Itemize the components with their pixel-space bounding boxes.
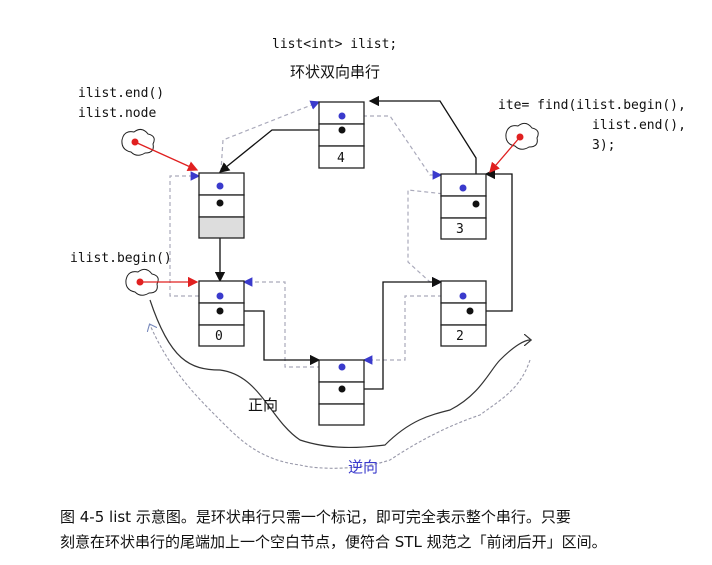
- node-4: 4: [318, 101, 365, 169]
- find-iterator-cloud: [489, 122, 539, 173]
- svg-text:3: 3: [456, 222, 464, 237]
- svg-text:2: 2: [456, 329, 464, 344]
- forward-arrow: [149, 299, 530, 449]
- find-label-2: ilist.end(),: [592, 118, 686, 133]
- caption-line-2: 刻意在环状串行的尾端加上一个空白节点，便符合 STL 规范之「前闭后开」区间。: [60, 533, 607, 551]
- code-label: list<int> ilist;: [272, 37, 397, 52]
- find-label-3: 3);: [592, 138, 615, 153]
- forward-label: 正向: [248, 396, 278, 414]
- diagram-title: 环状双向串行: [290, 63, 380, 81]
- backward-arrow: [150, 325, 531, 469]
- node-0: 0: [198, 280, 245, 347]
- node-2: 2: [440, 280, 487, 347]
- node-3: 3: [440, 173, 487, 240]
- figure-caption: 图 4-5 list 示意图。是环状串行只需一个标记，即可完全表示整个串行。只要…: [60, 505, 700, 555]
- caption-line-1: 图 4-5 list 示意图。是环状串行只需一个标记，即可完全表示整个串行。只要: [60, 508, 571, 526]
- svg-text:0: 0: [215, 329, 223, 344]
- svg-text:4: 4: [337, 151, 345, 166]
- node-label: ilist.node: [78, 106, 156, 121]
- backward-label: 逆向: [348, 458, 378, 476]
- end-iterator-cloud: [121, 128, 199, 171]
- begin-label: ilist.begin(): [70, 251, 172, 266]
- end-label: ilist.end(): [78, 86, 164, 101]
- node-end-blank: [198, 172, 245, 239]
- begin-iterator-cloud: [125, 268, 199, 296]
- find-label-1: ite= find(ilist.begin(),: [498, 98, 686, 113]
- node-1: [318, 359, 365, 426]
